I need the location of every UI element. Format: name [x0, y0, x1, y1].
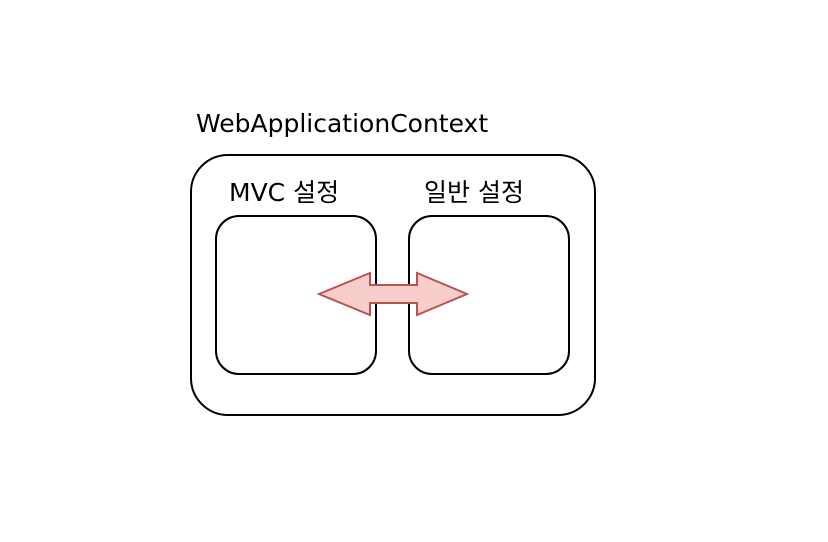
- container-label: WebApplicationContext: [196, 109, 489, 138]
- mvc-config-label: MVC 설정: [229, 178, 340, 207]
- double-arrow-icon: [316, 271, 470, 317]
- general-config-label: 일반 설정: [424, 178, 524, 207]
